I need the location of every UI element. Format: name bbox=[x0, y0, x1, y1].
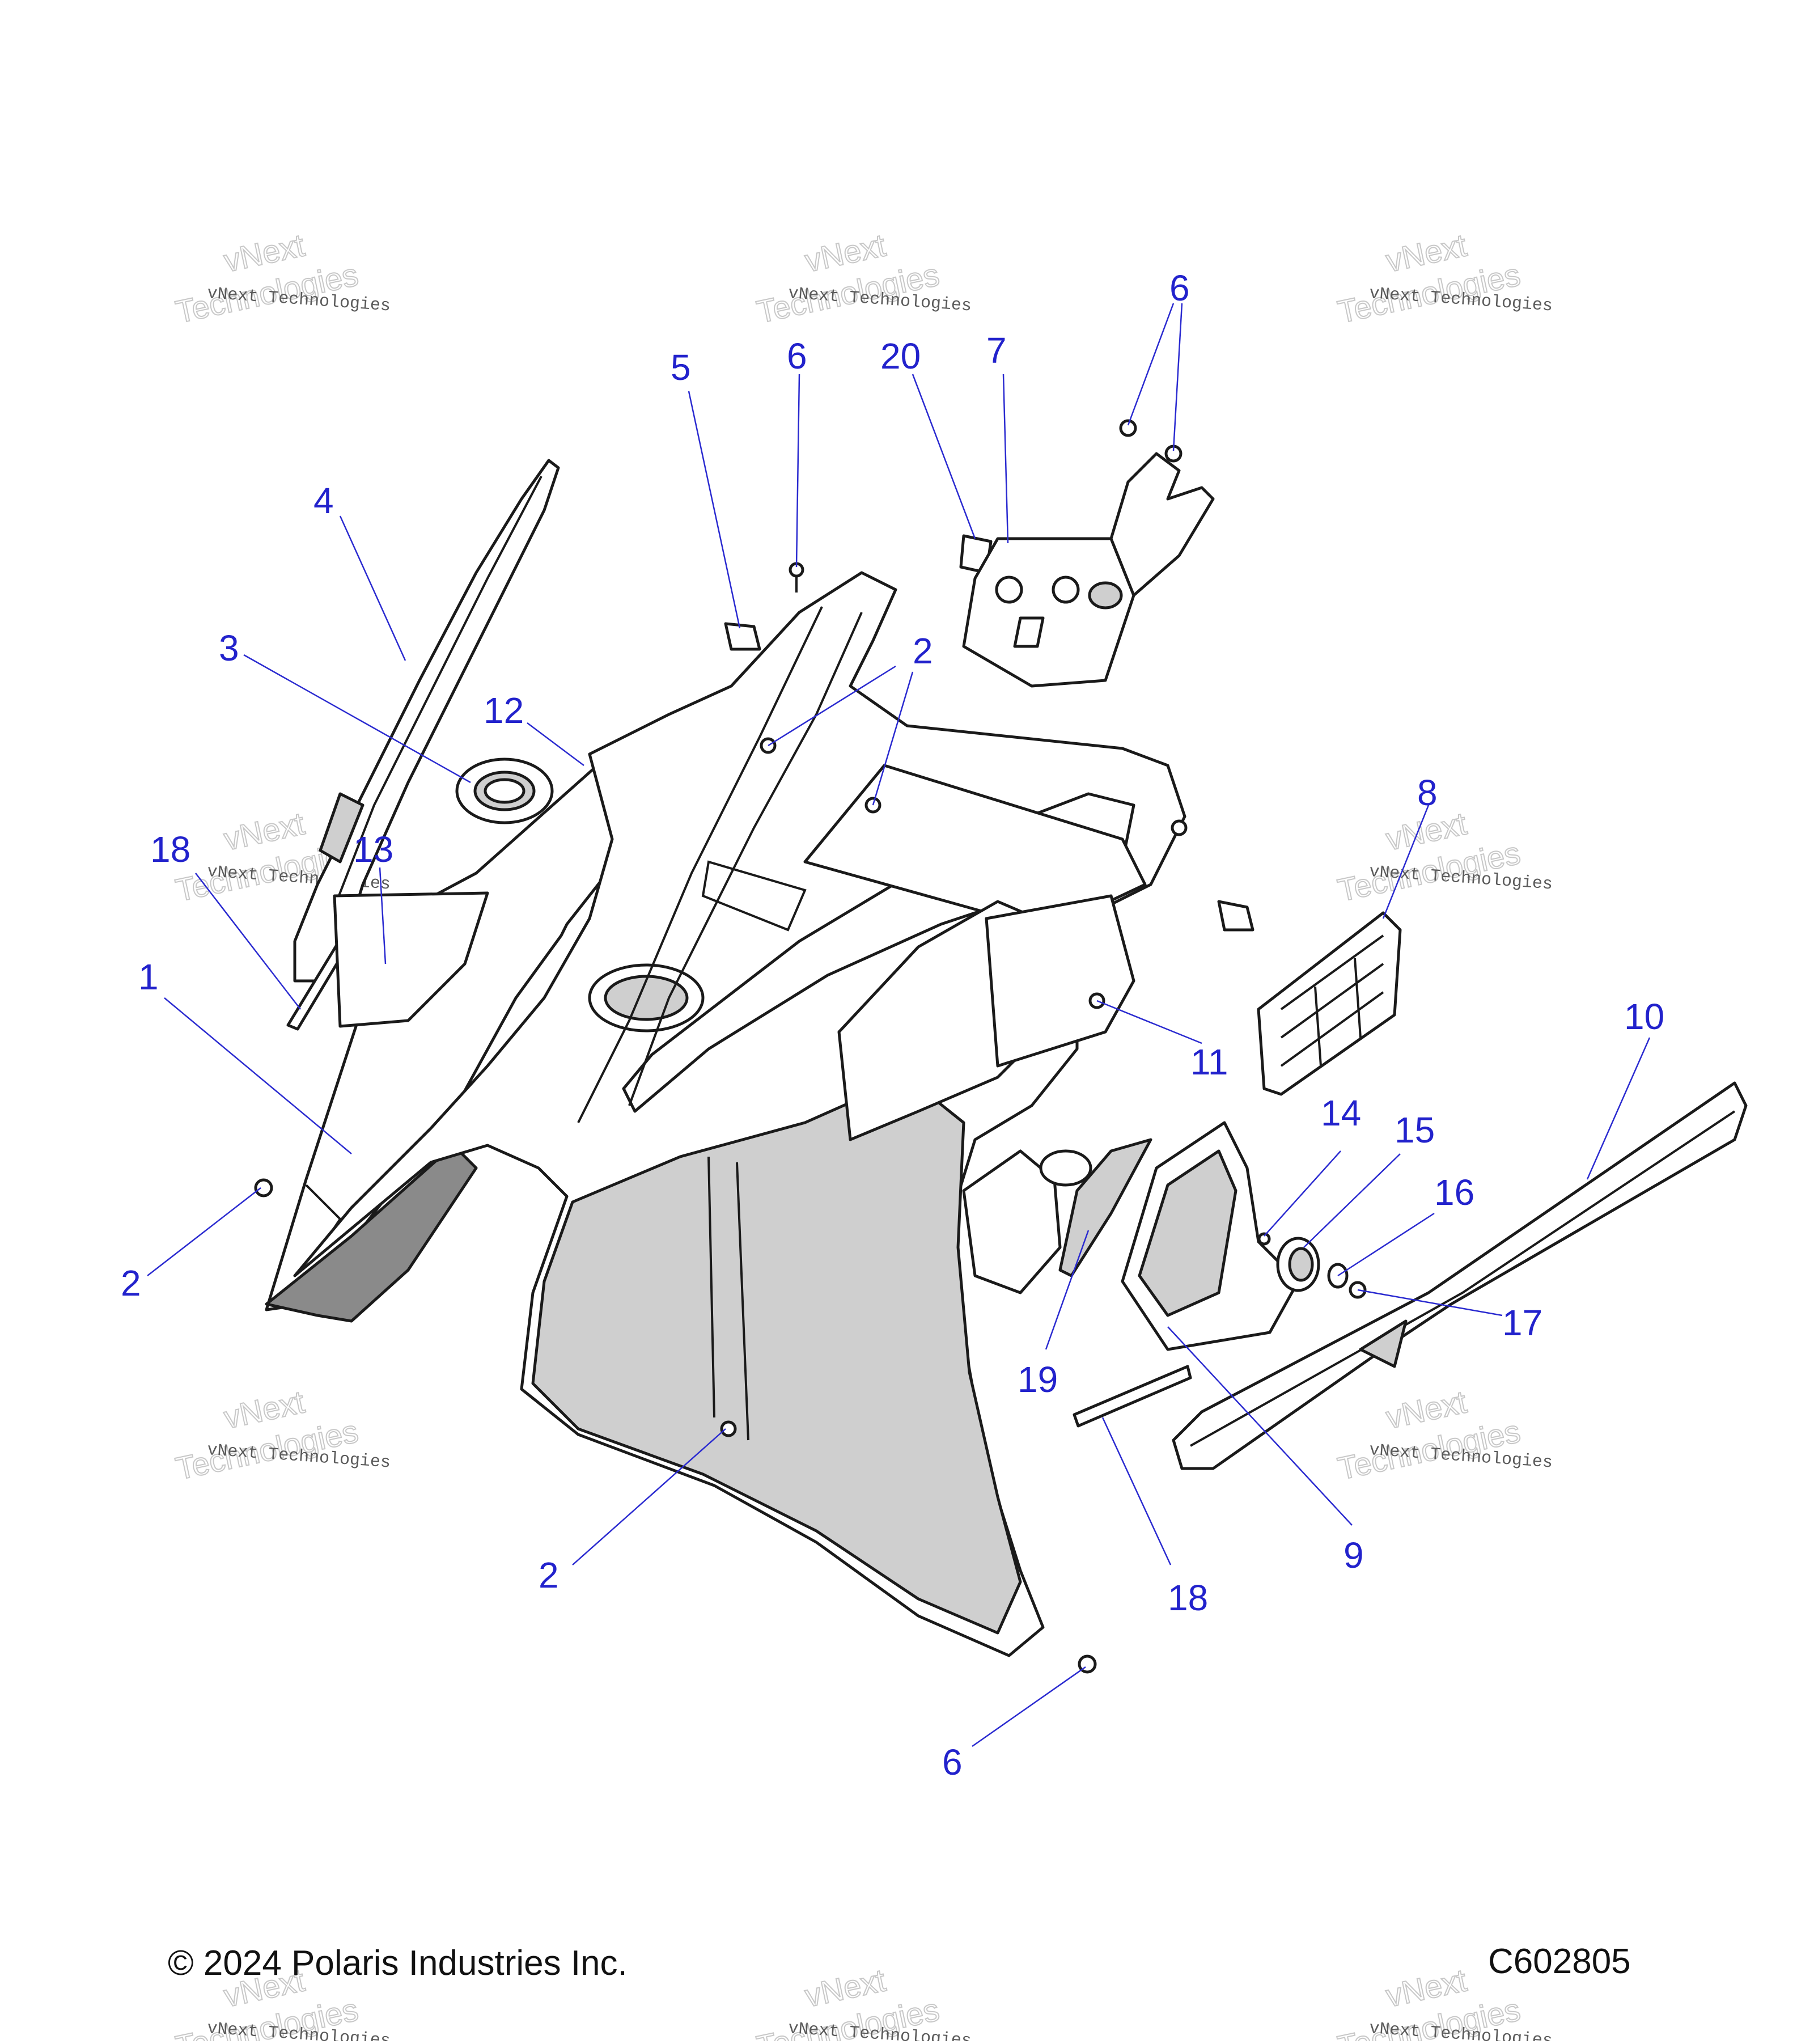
callout-4: 4 bbox=[313, 480, 334, 521]
leader-17 bbox=[1357, 1289, 1503, 1317]
leader-14 bbox=[1264, 1150, 1341, 1237]
leader-5 bbox=[688, 391, 741, 629]
diagram-id: C602805 bbox=[1488, 1942, 1631, 1981]
leader-6d bbox=[972, 1666, 1086, 1747]
callout-6a: 6 bbox=[787, 336, 807, 376]
leader-7 bbox=[1002, 374, 1009, 544]
leader-20 bbox=[912, 374, 976, 539]
leader-19 bbox=[1045, 1230, 1090, 1350]
leader-1 bbox=[164, 997, 352, 1154]
callout-17: 17 bbox=[1502, 1302, 1542, 1343]
copyright-notice: © 2024 Polaris Industries Inc. bbox=[168, 1944, 628, 1983]
leader-16 bbox=[1337, 1212, 1435, 1277]
leader-2b bbox=[768, 665, 896, 747]
callout-11: 11 bbox=[1190, 1042, 1228, 1082]
callout-15: 15 bbox=[1395, 1110, 1435, 1150]
callout-13: 13 bbox=[353, 829, 393, 870]
part-10-side-rail bbox=[1172, 1081, 1748, 1470]
callout-20: 20 bbox=[880, 336, 921, 376]
callout-6c: 6 bbox=[942, 1742, 963, 1783]
leader-12 bbox=[527, 722, 584, 766]
part-18-seal-strip-right bbox=[1073, 1365, 1192, 1428]
leader-6a bbox=[795, 374, 800, 568]
callout-2c: 2 bbox=[539, 1555, 559, 1596]
leader-9 bbox=[1167, 1326, 1353, 1526]
part-8-vent-grille bbox=[1257, 911, 1402, 1096]
callout-9: 9 bbox=[1343, 1535, 1364, 1576]
part-3-grommet bbox=[455, 757, 554, 824]
callout-16: 16 bbox=[1434, 1172, 1474, 1213]
leader-6b bbox=[1127, 303, 1175, 426]
part-12-main-dash bbox=[293, 571, 1186, 1657]
part-9-air-duct bbox=[1121, 1121, 1300, 1351]
callout-19: 19 bbox=[1018, 1359, 1058, 1400]
fasteners bbox=[254, 419, 1254, 1674]
leader-18a bbox=[195, 873, 301, 1010]
leader-8 bbox=[1382, 805, 1430, 919]
leader-18b bbox=[1101, 1417, 1172, 1565]
leader-13 bbox=[379, 867, 387, 964]
callouts: 1 2 2 2 3 4 5 6 6 6 7 8 9 10 11 12 13 14… bbox=[121, 268, 1664, 1783]
callout-5: 5 bbox=[671, 347, 691, 388]
leader-2d bbox=[572, 1428, 726, 1565]
callout-12: 12 bbox=[484, 690, 524, 731]
part-7-bracket bbox=[962, 452, 1215, 688]
callout-14: 14 bbox=[1321, 1093, 1361, 1133]
callout-7: 7 bbox=[986, 330, 1007, 371]
leader-4 bbox=[339, 515, 406, 661]
callout-8: 8 bbox=[1417, 772, 1438, 813]
callout-18a: 18 bbox=[150, 829, 190, 870]
leader-15 bbox=[1303, 1153, 1401, 1248]
callout-18b: 18 bbox=[1168, 1577, 1208, 1618]
leader-3 bbox=[243, 654, 471, 784]
leader-6c bbox=[1172, 303, 1183, 451]
leader-2c bbox=[872, 671, 914, 806]
callout-6b: 6 bbox=[1169, 268, 1190, 308]
leader-lines bbox=[147, 303, 1651, 1747]
callout-2a: 2 bbox=[121, 1263, 141, 1304]
leader-11 bbox=[1096, 1000, 1202, 1044]
callout-1: 1 bbox=[138, 957, 159, 997]
part-5-speed-nut bbox=[724, 622, 761, 651]
part-19-seal bbox=[1058, 1138, 1152, 1277]
callout-3: 3 bbox=[219, 628, 239, 668]
callout-2b: 2 bbox=[913, 630, 933, 671]
leader-2a bbox=[147, 1187, 261, 1276]
leader-10 bbox=[1586, 1037, 1651, 1180]
callout-10: 10 bbox=[1624, 996, 1664, 1037]
